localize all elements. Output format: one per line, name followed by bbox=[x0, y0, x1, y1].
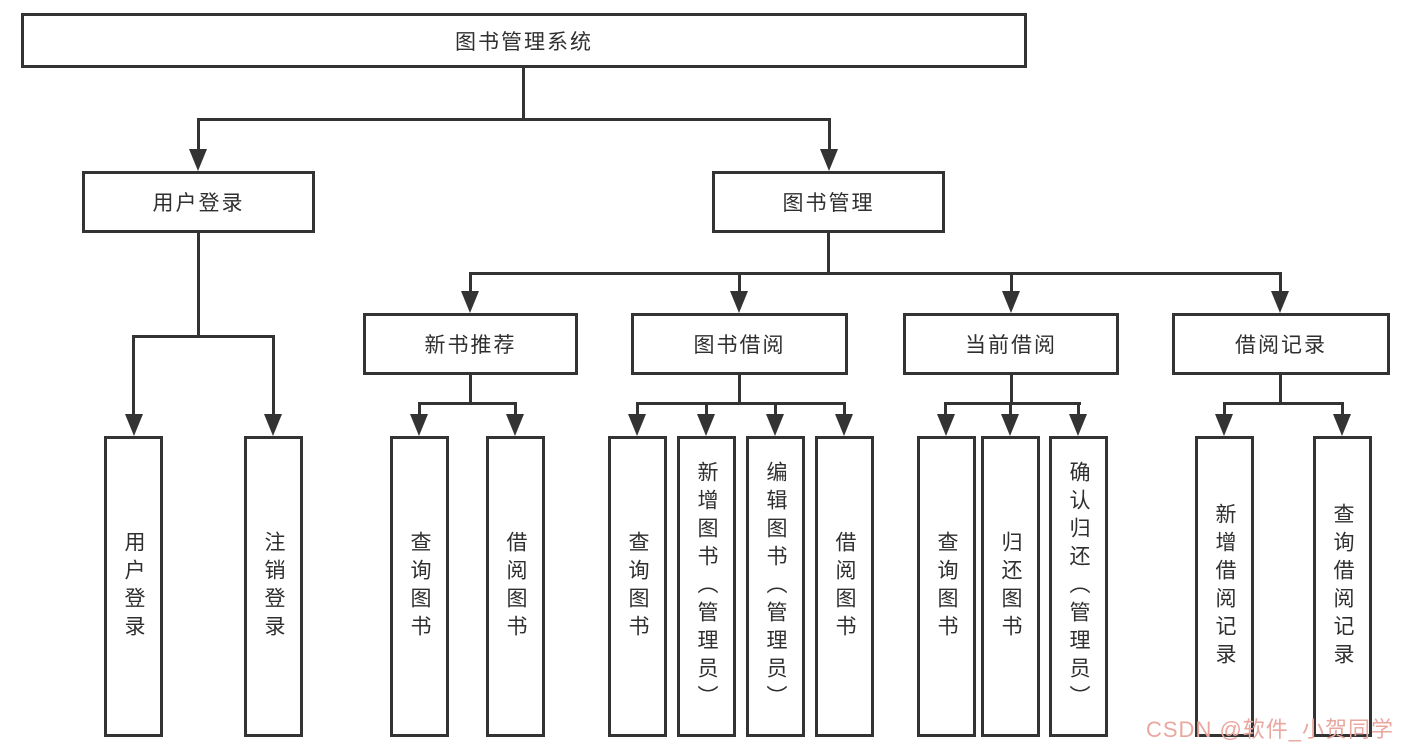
leaf-logout: 注销登录 bbox=[244, 436, 303, 737]
connector-vline bbox=[1010, 272, 1013, 293]
connector-vline bbox=[636, 402, 639, 418]
leaf-add-book-admin: 新增图书（管理员） bbox=[677, 436, 736, 737]
node-borrow-records: 借阅记录 bbox=[1172, 313, 1390, 375]
leaf-query-books-recommend: 查询图书 bbox=[390, 436, 449, 737]
arrow-head bbox=[1333, 414, 1351, 436]
connector-vline bbox=[1223, 402, 1226, 418]
connector-vline bbox=[827, 231, 830, 274]
arrow-head bbox=[766, 414, 784, 436]
leaf-user-login: 用户登录 bbox=[104, 436, 163, 737]
connector-hline bbox=[418, 402, 517, 405]
leaf-query-books-current: 查询图书 bbox=[917, 436, 976, 737]
arrow-head bbox=[264, 414, 282, 436]
node-book-borrow: 图书借阅 bbox=[631, 313, 848, 375]
connector-vline bbox=[1077, 402, 1080, 418]
arrow-head bbox=[1271, 291, 1289, 313]
leaf-borrow-books: 借阅图书 bbox=[815, 436, 874, 737]
arrow-head bbox=[835, 414, 853, 436]
connector-hline bbox=[1223, 402, 1344, 405]
node-new-book-recommend: 新书推荐 bbox=[363, 313, 578, 375]
connector-vline bbox=[469, 272, 472, 293]
arrow-head bbox=[1001, 414, 1019, 436]
arrow-head bbox=[506, 414, 524, 436]
arrow-head bbox=[730, 291, 748, 313]
connector-vline bbox=[828, 118, 831, 151]
node-user-login: 用户登录 bbox=[82, 171, 315, 233]
arrow-head bbox=[937, 414, 955, 436]
connector-vline bbox=[522, 66, 525, 120]
arrow-head bbox=[125, 414, 143, 436]
connector-hline bbox=[469, 272, 1281, 275]
connector-vline bbox=[738, 374, 741, 404]
leaf-return-book: 归还图书 bbox=[981, 436, 1040, 737]
connector-vline bbox=[469, 374, 472, 404]
connector-vline bbox=[197, 118, 200, 151]
leaf-query-borrow-record: 查询借阅记录 bbox=[1313, 436, 1372, 737]
connector-vline bbox=[514, 402, 517, 418]
connector-hline bbox=[636, 402, 846, 405]
node-library-system: 图书管理系统 bbox=[21, 13, 1027, 68]
connector-vline bbox=[197, 233, 200, 337]
connector-vline bbox=[1279, 374, 1282, 404]
connector-hline bbox=[197, 118, 831, 121]
leaf-edit-book-admin: 编辑图书（管理员） bbox=[746, 436, 805, 737]
arrow-head bbox=[1069, 414, 1087, 436]
arrow-head bbox=[410, 414, 428, 436]
arrow-head bbox=[189, 149, 207, 171]
connector-vline bbox=[774, 402, 777, 418]
connector-vline bbox=[1009, 402, 1012, 418]
watermark-text: CSDN @软件_小贺同学 bbox=[1146, 717, 1395, 742]
leaf-confirm-return-admin: 确认归还（管理员） bbox=[1049, 436, 1108, 737]
connector-hline bbox=[944, 402, 1081, 405]
node-book-management: 图书管理 bbox=[712, 171, 945, 233]
connector-vline bbox=[705, 402, 708, 418]
arrow-head bbox=[1002, 291, 1020, 313]
arrow-head bbox=[1215, 414, 1233, 436]
leaf-query-books-borrow: 查询图书 bbox=[608, 436, 667, 737]
connector-vline bbox=[418, 402, 421, 418]
connector-hline bbox=[132, 335, 275, 338]
connector-vline bbox=[1279, 272, 1282, 293]
arrow-head bbox=[628, 414, 646, 436]
connector-vline bbox=[738, 272, 741, 293]
node-current-borrow: 当前借阅 bbox=[903, 313, 1119, 375]
connector-vline bbox=[132, 335, 135, 416]
connector-vline bbox=[1010, 374, 1013, 404]
connector-vline bbox=[272, 335, 275, 416]
arrow-head bbox=[697, 414, 715, 436]
connector-vline bbox=[944, 402, 947, 418]
arrow-head bbox=[461, 291, 479, 313]
arrow-head bbox=[820, 149, 838, 171]
connector-vline bbox=[1341, 402, 1344, 418]
leaf-add-borrow-record: 新增借阅记录 bbox=[1195, 436, 1254, 737]
connector-vline bbox=[843, 402, 846, 418]
leaf-borrow-books-recommend: 借阅图书 bbox=[486, 436, 545, 737]
